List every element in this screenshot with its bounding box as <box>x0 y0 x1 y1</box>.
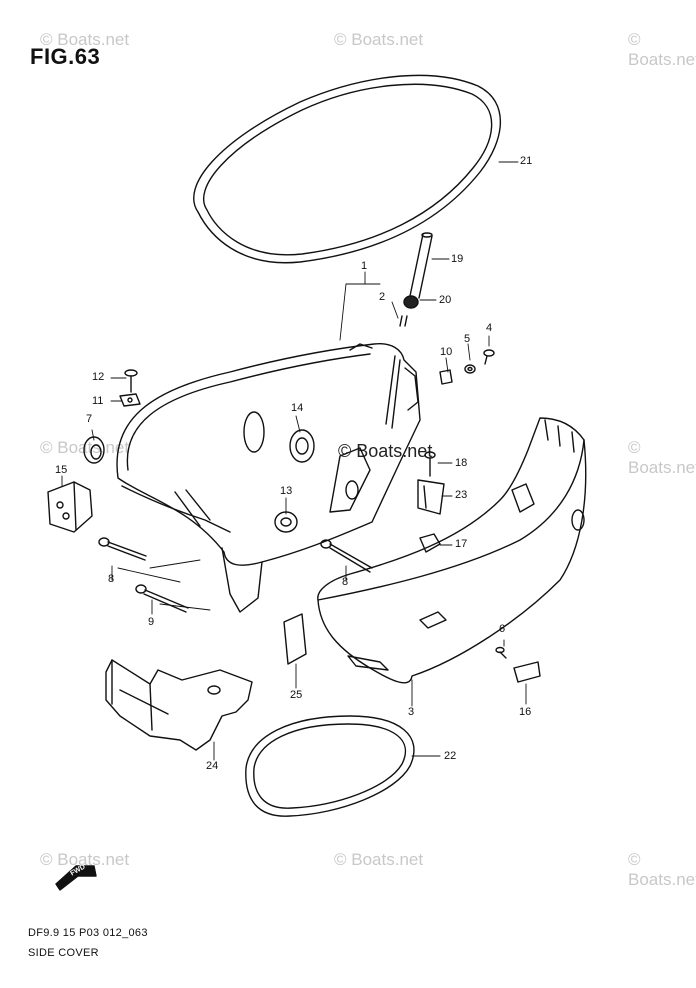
callout-11: 11 <box>92 395 104 407</box>
rod-19 <box>409 232 433 299</box>
callout-22: 22 <box>444 750 457 762</box>
screw-6 <box>495 646 507 659</box>
callout-25: 25 <box>290 689 303 701</box>
grommet-13 <box>274 511 298 533</box>
washer-5 <box>464 364 476 374</box>
callout-10: 10 <box>440 346 453 358</box>
callout-21: 21 <box>520 155 533 167</box>
bolt-8-left <box>98 537 147 561</box>
callout-14: 14 <box>291 402 304 414</box>
callout-7: 7 <box>86 413 93 425</box>
bolt-8-right <box>320 539 373 573</box>
callout-20: 20 <box>439 294 452 306</box>
callout-8-right: 8 <box>342 576 349 588</box>
grommet-17 <box>419 533 441 553</box>
fwd-arrow-icon <box>55 865 97 891</box>
bracket-23 <box>417 479 445 515</box>
side-cover-upper <box>116 343 421 613</box>
grommet-14 <box>289 429 315 463</box>
callout-13: 13 <box>280 485 293 497</box>
watermark-text: © Boats.net <box>628 30 696 69</box>
watermark-text: © Boats.net <box>628 850 696 889</box>
clip-11 <box>119 393 141 407</box>
seal-ring-bottom <box>245 715 415 817</box>
watermark-text: © Boats.net <box>334 30 424 49</box>
callout-15: 15 <box>55 464 68 476</box>
leader-lines <box>61 161 527 761</box>
clip-10 <box>439 369 453 385</box>
callout-16: 16 <box>519 706 532 718</box>
callout-17: 17 <box>455 538 468 550</box>
callout-5: 5 <box>464 333 471 345</box>
callout-23: 23 <box>455 489 468 501</box>
bracket-16 <box>513 661 541 683</box>
grommet-7 <box>83 436 105 464</box>
callout-1: 1 <box>361 260 368 272</box>
watermark-center-text: © Boats.net <box>338 441 433 462</box>
callout-18: 18 <box>455 457 468 469</box>
screw-12 <box>124 369 138 393</box>
callout-2: 2 <box>379 291 386 303</box>
screw-4 <box>483 349 495 365</box>
callout-19: 19 <box>451 253 464 265</box>
side-cover-lower <box>317 417 587 684</box>
callout-3: 3 <box>408 706 415 718</box>
seal-ring-top <box>193 74 501 264</box>
latch-15 <box>47 481 93 533</box>
bracket-24 <box>105 659 253 751</box>
watermark-text: © Boats.net <box>40 30 130 49</box>
callout-12: 12 <box>92 371 105 383</box>
diagram-code: DF9.9 15 P03 012_063 <box>28 927 148 939</box>
screw-18 <box>424 451 436 477</box>
callout-4: 4 <box>486 322 493 334</box>
grommet-20 <box>399 295 419 327</box>
watermark-text: © Boats.net <box>628 438 696 477</box>
callout-24: 24 <box>206 760 219 772</box>
watermark-text: © Boats.net <box>40 850 130 869</box>
callout-8-left: 8 <box>108 573 115 585</box>
pad-25 <box>283 613 307 665</box>
watermark-text: © Boats.net <box>334 850 424 869</box>
callout-6: 6 <box>499 623 506 635</box>
callout-9: 9 <box>148 616 155 628</box>
diagram-title: SIDE COVER <box>28 947 99 959</box>
bolt-9 <box>135 584 189 613</box>
figure-title: FIG.63 <box>30 44 101 69</box>
